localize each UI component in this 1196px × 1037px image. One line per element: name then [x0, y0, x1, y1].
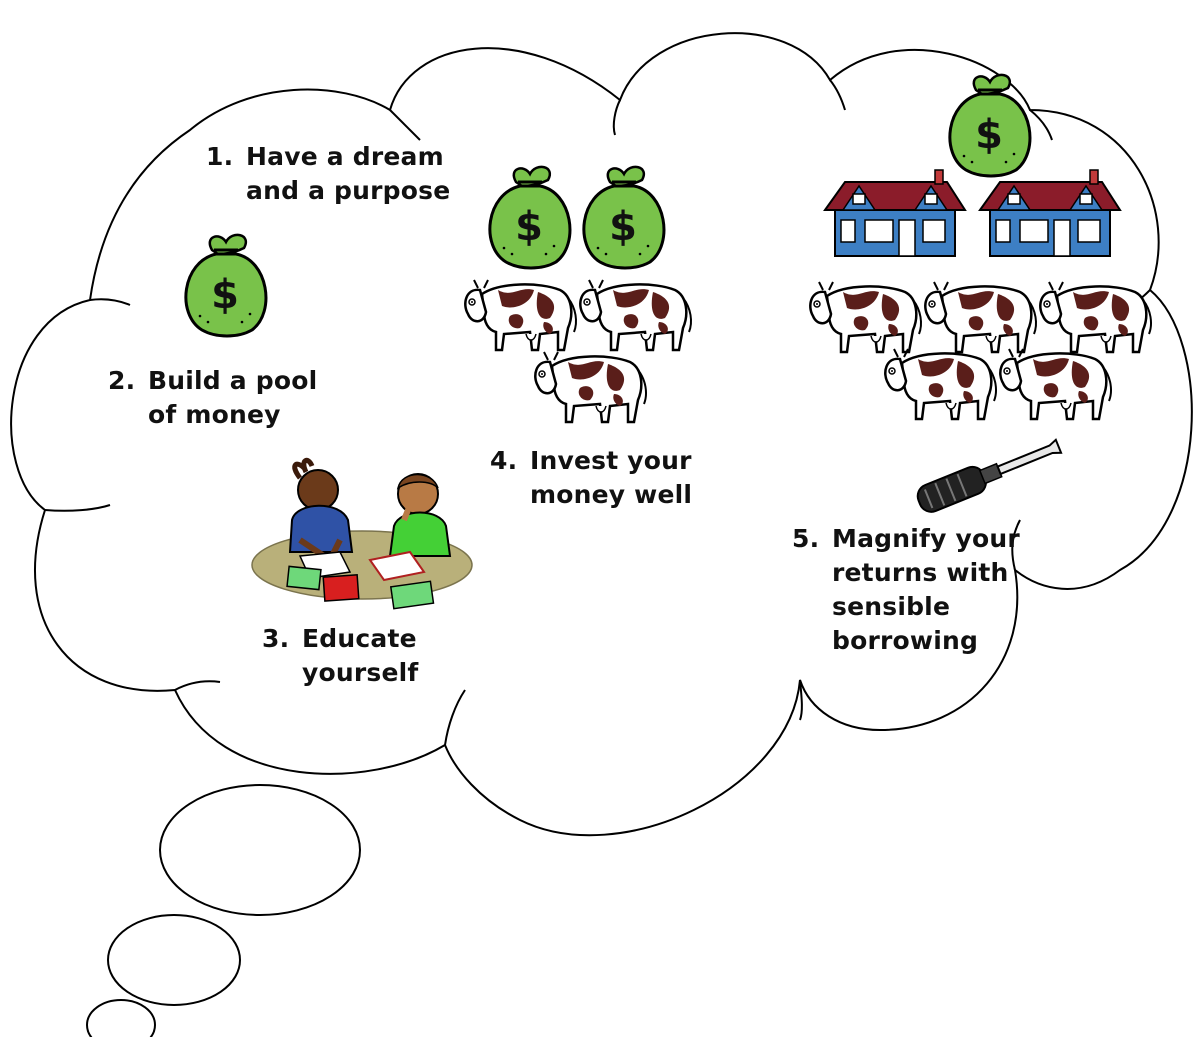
screwdriver-icon	[916, 438, 1063, 513]
cow-icon	[1039, 280, 1153, 354]
thought-bubbles	[86, 784, 361, 1037]
step-number: 4.	[490, 446, 518, 475]
house-icon	[979, 169, 1121, 257]
cow-icon	[534, 350, 648, 424]
money-bag-icon	[184, 233, 268, 338]
cow-icon	[999, 347, 1113, 421]
step-text-line: Educate	[302, 624, 417, 653]
thought-bubble-medium	[107, 914, 241, 1006]
money-bag-icon	[488, 165, 572, 270]
step-text-line: and a purpose	[246, 176, 451, 205]
step-5-label: 5. Magnify your returns with sensible bo…	[792, 522, 1020, 658]
cow-icon	[809, 280, 923, 354]
step-number: 1.	[206, 142, 234, 171]
step-text-line: Have a dream	[246, 142, 444, 171]
step-number: 3.	[262, 624, 290, 653]
step-text-line: returns with	[832, 558, 1009, 587]
house-icon	[824, 169, 966, 257]
step-text-line: money well	[530, 480, 693, 509]
step-3-label: 3. Educate yourself	[262, 622, 418, 690]
cow-icon	[924, 280, 1038, 354]
step-text-line: sensible	[832, 592, 951, 621]
step-text-line: Magnify your	[832, 524, 1020, 553]
step-text-line: Invest your	[530, 446, 692, 475]
cow-icon	[464, 278, 578, 352]
step-number: 5.	[792, 524, 820, 553]
cow-icon	[884, 347, 998, 421]
cow-icon	[579, 278, 693, 352]
money-bag-icon	[582, 165, 666, 270]
step-1-label: 1. Have a dream and a purpose	[206, 140, 450, 208]
step-text-line: of money	[148, 400, 281, 429]
step-text-line: yourself	[302, 658, 419, 687]
step-text-line: Build a pool	[148, 366, 318, 395]
students-studying-icon	[251, 457, 473, 610]
step-text-line: borrowing	[832, 626, 979, 655]
thought-bubble-small	[86, 999, 156, 1037]
step-2-label: 2. Build a pool of money	[108, 364, 317, 432]
thought-bubble-large	[159, 784, 361, 916]
step-number: 2.	[108, 366, 136, 395]
step-4-label: 4. Invest your money well	[490, 444, 692, 512]
